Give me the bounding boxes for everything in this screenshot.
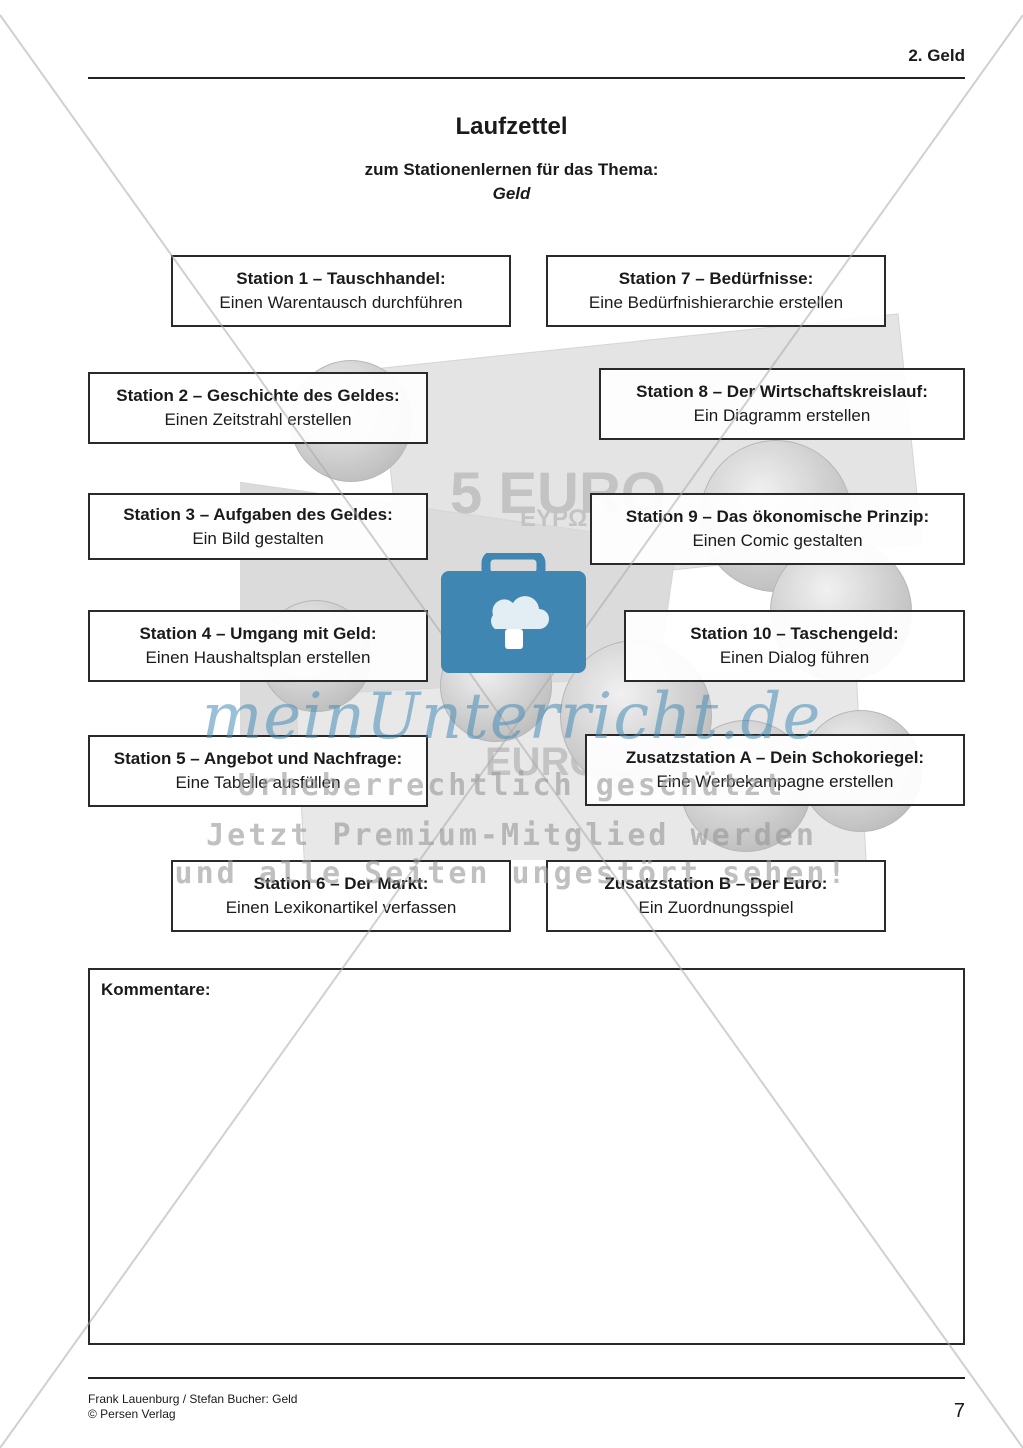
- page-title: Laufzettel: [455, 113, 568, 140]
- station-task: Ein Diagramm erstellen: [693, 406, 871, 425]
- watermark-unlock: und alle Seiten ungestört sehen!: [174, 856, 849, 891]
- station-title: Station 3 – Aufgaben des Geldes:: [123, 504, 393, 524]
- station-box-7: Station 7 – Bedürfnisse: Eine Bedürfnish…: [546, 255, 886, 327]
- station-box-10: Station 10 – Taschengeld: Einen Dialog f…: [624, 610, 965, 682]
- station-title: Station 2 – Geschichte des Geldes:: [116, 386, 400, 405]
- station-title: Station 4 – Umgang mit Geld:: [139, 624, 377, 643]
- station-title: Station 8 – Der Wirtschaftskreislauf:: [636, 382, 928, 401]
- header-rule: [88, 77, 965, 79]
- station-task: Einen Warentausch durchführen: [219, 293, 463, 312]
- station-title: Station 9 – Das ökonomische Prinzip:: [625, 507, 930, 526]
- subtitle-line: zum Stationenlernen für das Thema:: [364, 160, 659, 179]
- station-task: Ein Bild gestalten: [192, 528, 324, 548]
- station-task: Einen Dialog führen: [719, 648, 870, 667]
- station-box-9: Station 9 – Das ökonomische Prinzip: Ein…: [590, 493, 965, 565]
- station-title: Station 1 – Tauschhandel:: [236, 269, 446, 288]
- station-task: Ein Zuordnungsspiel: [638, 898, 794, 917]
- watermark-brand: meinUnterricht.de: [201, 680, 822, 754]
- station-task: Einen Haushaltsplan erstellen: [145, 648, 371, 667]
- comments-box[interactable]: Kommentare:: [88, 968, 965, 1345]
- station-title: Station 7 – Bedürfnisse:: [618, 269, 814, 288]
- subtitle-topic: Geld: [492, 184, 531, 203]
- station-box-3: Station 3 – Aufgaben des Geldes: Ein Bil…: [88, 493, 428, 560]
- watermark-premium: Jetzt Premium-Mitglied werden: [206, 818, 817, 853]
- station-box-1: Station 1 – Tauschhandel: Einen Warentau…: [171, 255, 511, 327]
- briefcase-cloud-icon: [441, 553, 586, 673]
- station-task: Eine Bedürfnishierarchie erstellen: [588, 293, 844, 312]
- footer-publisher: © Persen Verlag: [88, 1407, 176, 1421]
- station-box-2: Station 2 – Geschichte des Geldes: Einen…: [88, 372, 428, 444]
- station-box-8: Station 8 – Der Wirtschaftskreislauf: Ei…: [599, 368, 965, 440]
- comments-label: Kommentare:: [101, 980, 211, 999]
- station-task: Einen Comic gestalten: [692, 531, 863, 550]
- watermark-copyright: Urheberrechtlich geschützt: [237, 768, 786, 803]
- station-task: Einen Zeitstrahl erstellen: [164, 410, 352, 429]
- footer-credit: Frank Lauenburg / Stefan Bucher: Geld © …: [88, 1392, 297, 1422]
- footer-rule: [88, 1377, 965, 1379]
- banknote-text: EYPΩ: [520, 505, 588, 532]
- station-task: Einen Lexikonartikel verfassen: [225, 898, 457, 917]
- page-number: 7: [953, 1400, 965, 1422]
- station-box-4: Station 4 – Umgang mit Geld: Einen Haush…: [88, 610, 428, 682]
- page-subtitle: zum Stationenlernen für das Thema: Geld: [0, 158, 1023, 206]
- chapter-label: 2. Geld: [908, 46, 965, 65]
- station-title: Station 10 – Taschengeld:: [690, 624, 899, 643]
- footer-authors: Frank Lauenburg / Stefan Bucher: Geld: [88, 1392, 298, 1406]
